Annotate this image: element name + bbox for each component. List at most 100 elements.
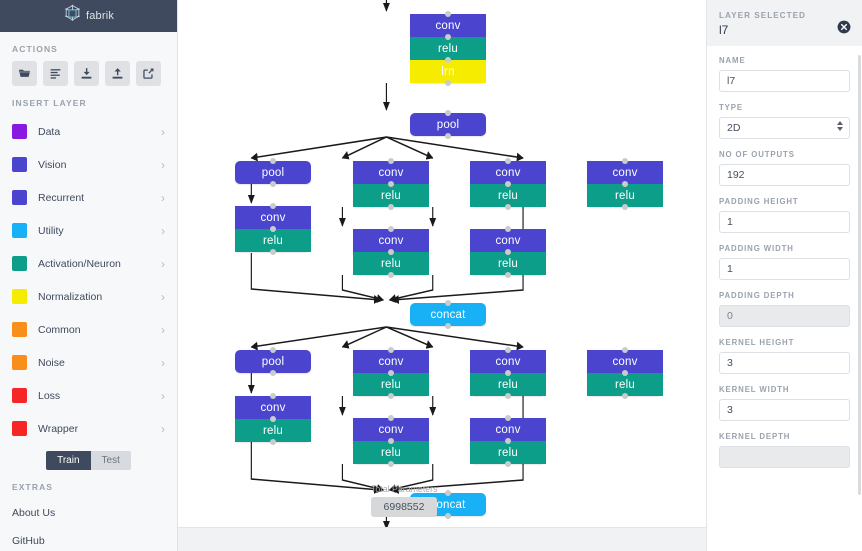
node-port-bottom[interactable] xyxy=(505,393,511,399)
input-no-of-outputs[interactable]: 192 xyxy=(719,164,850,186)
node-port-top[interactable] xyxy=(445,110,451,116)
node-segment-relu[interactable]: relu xyxy=(470,373,546,396)
graph-node[interactable]: pool xyxy=(410,110,486,139)
node-segment-conv[interactable]: conv xyxy=(353,229,429,252)
node-segment-lrn[interactable]: lrn xyxy=(410,60,486,83)
node-port-bottom[interactable] xyxy=(445,133,451,139)
node-port-top[interactable] xyxy=(388,226,394,232)
layer-item-wrapper[interactable]: Wrapper› xyxy=(0,412,177,445)
node-segment-pool[interactable]: pool xyxy=(235,161,311,184)
node-port-mid[interactable] xyxy=(388,438,394,444)
node-port-mid[interactable] xyxy=(445,34,451,40)
node-port-mid[interactable] xyxy=(445,57,451,63)
export-arrow-icon[interactable] xyxy=(105,61,130,86)
node-segment-conv[interactable]: conv xyxy=(410,14,486,37)
layer-item-activation-neuron[interactable]: Activation/Neuron› xyxy=(0,247,177,280)
node-port-top[interactable] xyxy=(445,490,451,496)
node-port-bottom[interactable] xyxy=(270,249,276,255)
layer-item-recurrent[interactable]: Recurrent› xyxy=(0,181,177,214)
node-segment-relu[interactable]: relu xyxy=(587,184,663,207)
node-segment-relu[interactable]: relu xyxy=(587,373,663,396)
node-segment-conv[interactable]: conv xyxy=(587,161,663,184)
node-port-bottom[interactable] xyxy=(445,80,451,86)
node-port-bottom[interactable] xyxy=(505,461,511,467)
input-padding-width[interactable]: 1 xyxy=(719,258,850,280)
node-port-top[interactable] xyxy=(270,393,276,399)
node-segment-conv[interactable]: conv xyxy=(353,350,429,373)
node-port-bottom[interactable] xyxy=(622,393,628,399)
node-segment-conv[interactable]: conv xyxy=(470,418,546,441)
node-segment-relu[interactable]: relu xyxy=(353,252,429,275)
node-segment-relu[interactable]: relu xyxy=(353,373,429,396)
node-port-mid[interactable] xyxy=(505,249,511,255)
layer-item-loss[interactable]: Loss› xyxy=(0,379,177,412)
node-port-top[interactable] xyxy=(270,158,276,164)
node-port-mid[interactable] xyxy=(388,249,394,255)
node-segment-conv[interactable]: conv xyxy=(353,418,429,441)
input-kernel-width[interactable]: 3 xyxy=(719,399,850,421)
node-port-top[interactable] xyxy=(505,226,511,232)
layer-item-utility[interactable]: Utility› xyxy=(0,214,177,247)
node-port-bottom[interactable] xyxy=(388,272,394,278)
select-type[interactable]: 2D xyxy=(719,117,850,139)
node-port-mid[interactable] xyxy=(505,370,511,376)
extra-link-about-us[interactable]: About Us xyxy=(12,507,56,519)
layer-item-noise[interactable]: Noise› xyxy=(0,346,177,379)
node-segment-relu[interactable]: relu xyxy=(470,184,546,207)
list-lines-icon[interactable] xyxy=(43,61,68,86)
node-segment-conv[interactable]: conv xyxy=(353,161,429,184)
node-port-mid[interactable] xyxy=(505,181,511,187)
node-port-top[interactable] xyxy=(445,300,451,306)
node-port-bottom[interactable] xyxy=(388,204,394,210)
close-circle-icon[interactable] xyxy=(837,20,851,34)
node-segment-conv[interactable]: conv xyxy=(587,350,663,373)
input-padding-height[interactable]: 1 xyxy=(719,211,850,233)
node-port-top[interactable] xyxy=(270,347,276,353)
node-port-top[interactable] xyxy=(505,347,511,353)
node-segment-relu[interactable]: relu xyxy=(410,37,486,60)
node-port-bottom[interactable] xyxy=(445,323,451,329)
import-arrow-icon[interactable] xyxy=(74,61,99,86)
node-segment-conv[interactable]: conv xyxy=(470,161,546,184)
node-segment-relu[interactable]: relu xyxy=(235,419,311,442)
node-port-bottom[interactable] xyxy=(388,461,394,467)
node-segment-relu[interactable]: relu xyxy=(470,441,546,464)
node-port-mid[interactable] xyxy=(622,370,628,376)
graph-node[interactable]: pool xyxy=(235,158,311,187)
node-segment-relu[interactable]: relu xyxy=(353,441,429,464)
node-port-top[interactable] xyxy=(445,11,451,17)
node-segment-relu[interactable]: relu xyxy=(235,229,311,252)
node-port-bottom[interactable] xyxy=(445,513,451,519)
node-segment-relu[interactable]: relu xyxy=(470,252,546,275)
node-port-mid[interactable] xyxy=(270,226,276,232)
node-segment-conv[interactable]: conv xyxy=(235,206,311,229)
node-segment-pool[interactable]: pool xyxy=(235,350,311,373)
node-segment-conv[interactable]: conv xyxy=(235,396,311,419)
node-port-bottom[interactable] xyxy=(270,370,276,376)
folder-open-icon[interactable] xyxy=(12,61,37,86)
node-port-top[interactable] xyxy=(622,347,628,353)
graph-node[interactable]: concat xyxy=(410,300,486,329)
node-port-top[interactable] xyxy=(622,158,628,164)
node-port-mid[interactable] xyxy=(270,416,276,422)
layer-item-data[interactable]: Data› xyxy=(0,115,177,148)
node-port-top[interactable] xyxy=(505,415,511,421)
train-button[interactable]: Train xyxy=(46,451,91,470)
node-port-top[interactable] xyxy=(270,203,276,209)
input-name[interactable]: l7 xyxy=(719,70,850,92)
node-port-bottom[interactable] xyxy=(270,439,276,445)
layer-item-common[interactable]: Common› xyxy=(0,313,177,346)
select-value-type[interactable]: 2D xyxy=(719,117,850,139)
